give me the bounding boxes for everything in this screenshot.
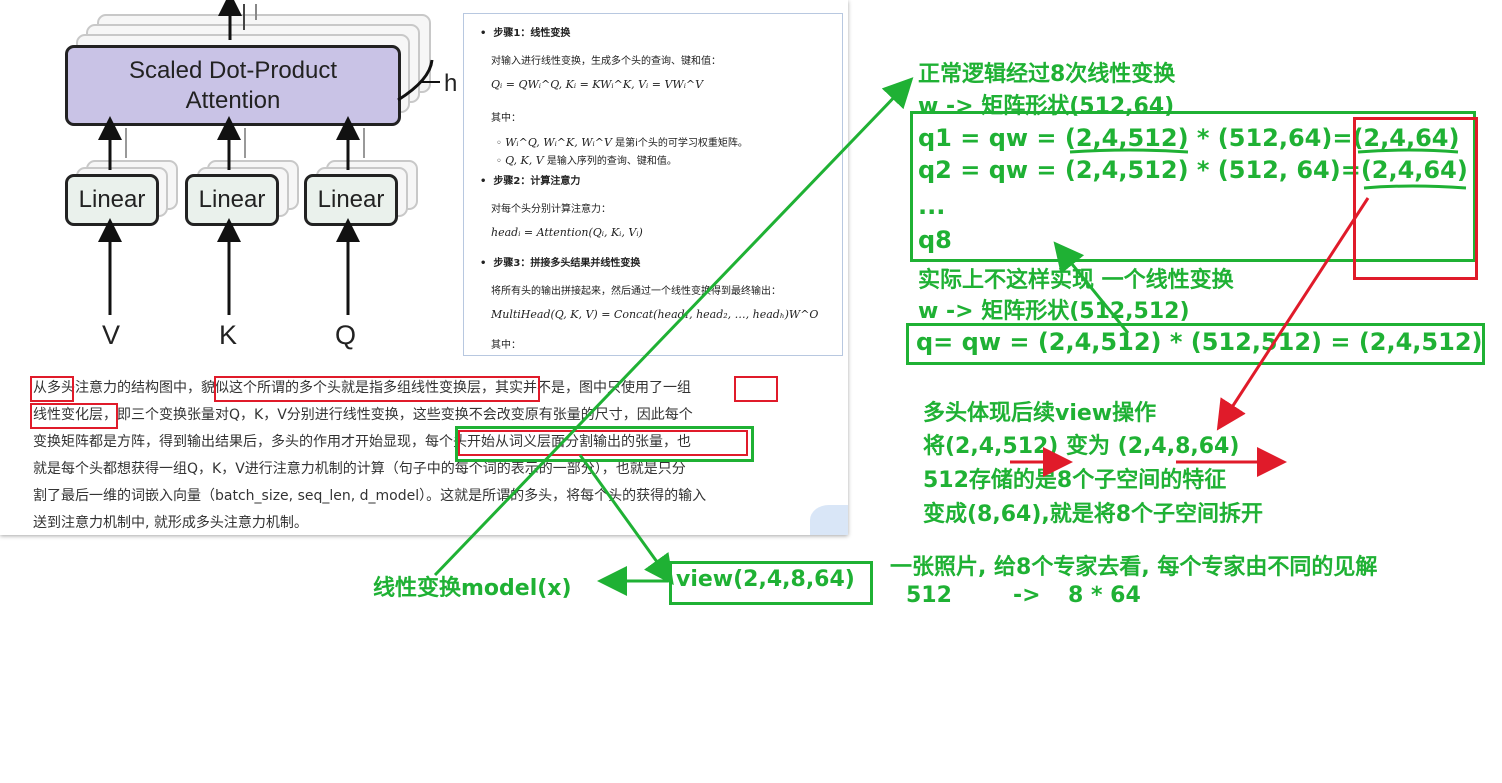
arrow-output-to-view [1216,197,1370,431]
underline [1363,184,1467,190]
highlight-box [30,376,74,402]
paragraph-line: 线性变化层，即三个变换张量对Q，K，V分别进行线性变换，这些变换不会改变原有张量… [33,407,693,423]
arrow-to-view-call [578,454,674,586]
linear-label: Linear [317,186,385,213]
float-button[interactable] [810,505,848,535]
input-q-label: Q [335,320,357,350]
step3-title-text: 步骤3：拼接多头结果并线性变换 [493,258,641,269]
paragraph-line: 就是每个头都想获得一组Q，K，V进行注意力机制的计算（句子中的每个词的表示的一部… [33,461,686,477]
paragraph-line: 从多头注意力的结构图中，貌似这个所谓的多个头就是指多组线性变换层，其实并不是，图… [33,380,691,396]
scaled-dot-product-attention-block: Scaled Dot-Product Attention [65,45,401,126]
note-photo-map-b: 8 * 64 [1068,583,1141,608]
article-screenshot: Scaled Dot-Product Attention h Linear Li… [0,0,848,535]
attention-diagram: Scaled Dot-Product Attention h Linear Li… [0,0,460,360]
highlight-box [458,430,748,456]
highlight-box-green [455,426,754,462]
bullet2-math: Q, K, V [505,154,544,167]
note-normal-shape: w -> 矩阵形状(512,64) [918,94,1175,119]
h-brace [397,59,434,102]
note-view-change: 将(2,4,512) 变为 (2,4,8,64) [923,434,1240,459]
input-v-label: V [102,320,121,350]
paragraph-line: 割了最后一维的词嵌入向量（batch_size, seq_len, d_mode… [33,488,707,504]
step2-title-text: 步骤2：计算注意力 [493,176,581,187]
note-q1: q1 = qw = (2,4,512) * (512,64)=(2,4,64) [918,124,1460,152]
linear-block-k: Linear [185,174,279,226]
step1-desc: 对输入进行线性变换，生成多个头的查询、键和值： [491,56,721,67]
note-q8: q8 [918,226,952,254]
highlight-box [30,403,118,429]
actual-logic-box [906,323,1485,365]
step2-desc: 对每个头分别计算注意力： [491,204,611,215]
note-actual-shape: w -> 矩阵形状(512,512) [918,299,1190,324]
step1-title-text: 步骤1：线性变换 [493,28,571,39]
linear-block-v: Linear [65,174,159,226]
where-label: 其中： [491,113,521,124]
paragraph-line: 送到注意力机制中, 就形成多头注意力机制。 [33,515,308,531]
bullet1-math: Wᵢ^Q, Wᵢ^K, Wᵢ^V [505,136,612,149]
note-photo-map-arrow: -> [1013,583,1041,608]
note-view-split: 变成(8,64),就是将8个子空间拆开 [923,502,1264,527]
formula-card: • 步骤1：线性变换 对输入进行线性变换，生成多个头的查询、键和值： Qᵢ = … [463,13,843,356]
linear-label: Linear [78,186,146,213]
step2-title: • 步骤2：计算注意力 [480,176,581,187]
note-dots: ... [918,192,946,220]
note-photo: 一张照片, 给8个专家去看, 每个专家由不同的见解 [890,555,1378,580]
highlight-box [214,376,540,402]
note-view-title: 多头体现后续view操作 [923,401,1157,426]
linear-label: Linear [198,186,266,213]
sdpa-label-line1: Scaled Dot-Product [128,56,338,84]
step3-desc: 将所有头的输出拼接起来，然后通过一个线性变换得到最终输出： [491,286,781,297]
note-normal-title: 正常逻辑经过8次线性变换 [918,62,1176,87]
sdpa-label-line2: Attention [185,86,281,114]
step2-formula: headᵢ = Attention(Qᵢ, Kᵢ, Vᵢ) [491,226,643,239]
where-label-2: 其中： [491,340,521,351]
paragraph-line: 变换矩阵都是方阵，得到输出结果后，多头的作用才开始显现，每个头开始从词义层面分割… [33,434,691,450]
note-view-call: view(2,4,8,64) [676,567,855,592]
bullet2: ◦ Q, K, V 是输入序列的查询、键和值。 [496,154,677,167]
bullet1-text: 是第i个头的可学习权重矩阵。 [615,138,748,149]
input-k-label: K [219,320,238,350]
diagram-arrows [98,0,440,315]
step3-formula: MultiHead(Q, K, V) = Concat(head₁, head₂… [491,308,819,321]
highlight-box [734,376,778,402]
arrow-actual-to-normal [1053,241,1130,334]
bullet2-text: 是输入序列的查询、键和值。 [546,156,677,167]
output-shape-box [1353,117,1478,280]
arrow-to-normal-logic [433,77,914,577]
step1-title: • 步骤1：线性变换 [480,28,571,39]
note-q-all: q= qw = (2,4,512) * (512,512) = (2,4,512… [916,328,1483,356]
note-view-store: 512存储的是8个子空间的特征 [923,468,1227,493]
h-label: h [444,70,458,97]
note-q2: q2 = qw = (2,4,512) * (512, 64)=(2,4,64) [918,156,1468,184]
underline [1357,148,1459,154]
note-linear-model: 线性变换model(x) [373,576,572,601]
bullet1: ◦ Wᵢ^Q, Wᵢ^K, Wᵢ^V 是第i个头的可学习权重矩阵。 [496,136,748,149]
note-photo-map-a: 512 [906,583,952,608]
step3-title: • 步骤3：拼接多头结果并线性变换 [480,258,641,269]
step1-formula: Qᵢ = QWᵢ^Q, Kᵢ = KWᵢ^K, Vᵢ = VWᵢ^V [491,78,704,91]
underline [1069,148,1189,154]
normal-logic-box [910,111,1476,262]
